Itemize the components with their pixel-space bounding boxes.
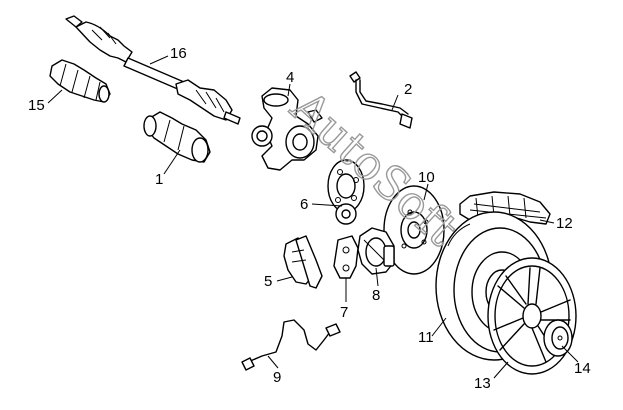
leader-lines xyxy=(47,55,579,379)
leader-1 xyxy=(163,149,181,175)
part-1-cv-joint[interactable] xyxy=(143,111,211,163)
leader-10 xyxy=(423,183,429,201)
part-8-brake-caliper[interactable] xyxy=(357,227,395,275)
callout-5[interactable]: 5 xyxy=(264,273,272,290)
leader-11 xyxy=(431,317,447,337)
leader-9 xyxy=(267,355,279,369)
leader-5 xyxy=(276,276,293,282)
callout-15[interactable]: 15 xyxy=(28,97,45,114)
leader-6 xyxy=(311,203,343,207)
part-13-alloy-wheel[interactable] xyxy=(487,257,577,375)
leader-14 xyxy=(561,345,579,363)
callout-10[interactable]: 10 xyxy=(418,169,435,186)
part-6-wheel-hub[interactable] xyxy=(327,159,365,225)
callout-13[interactable]: 13 xyxy=(474,375,491,392)
callout-11[interactable]: 11 xyxy=(418,329,434,346)
leader-8 xyxy=(375,267,379,287)
part-5-brake-pads[interactable] xyxy=(283,235,323,289)
callout-16[interactable]: 16 xyxy=(170,45,187,62)
callout-9[interactable]: 9 xyxy=(273,369,281,386)
callout-labels: 1 2 4 5 6 7 8 9 10 11 12 13 14 15 16 xyxy=(28,45,591,392)
part-16-drive-shaft[interactable] xyxy=(65,15,241,125)
leader-2 xyxy=(391,94,399,111)
part-7-caliper-bracket[interactable] xyxy=(333,235,359,279)
leader-4 xyxy=(287,83,291,97)
leader-15 xyxy=(47,89,63,104)
part-14-hub-cap[interactable] xyxy=(543,319,573,357)
part-4-steering-knuckle[interactable] xyxy=(251,87,323,171)
callout-7[interactable]: 7 xyxy=(340,304,348,321)
part-9-abs-sensor[interactable] xyxy=(241,319,341,371)
part-15-boot[interactable] xyxy=(49,59,111,103)
part-2-brake-hose[interactable] xyxy=(349,71,413,129)
callout-4[interactable]: 4 xyxy=(286,69,294,86)
callout-1[interactable]: 1 xyxy=(155,171,163,188)
leader-16 xyxy=(149,55,169,65)
leader-12 xyxy=(539,219,555,224)
callout-14[interactable]: 14 xyxy=(574,360,591,377)
callout-2[interactable]: 2 xyxy=(404,81,412,98)
callout-6[interactable]: 6 xyxy=(300,196,308,213)
callout-8[interactable]: 8 xyxy=(372,287,380,304)
callout-12[interactable]: 12 xyxy=(556,215,573,232)
leader-13 xyxy=(493,361,509,379)
part-10-brake-disc[interactable] xyxy=(383,185,445,275)
